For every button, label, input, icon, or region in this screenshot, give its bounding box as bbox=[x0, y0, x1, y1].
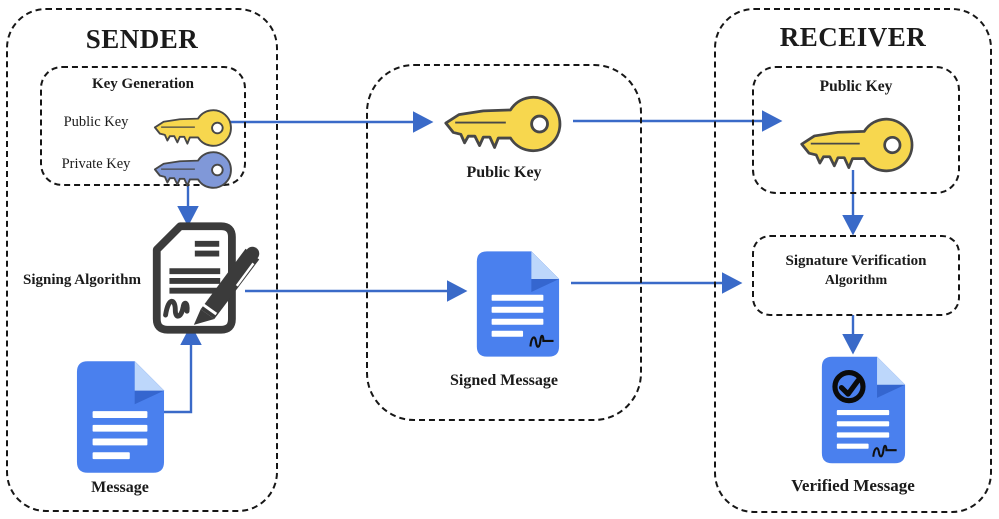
sender-private-key-label: Private Key bbox=[61, 156, 131, 172]
verified-message-document-icon bbox=[820, 352, 906, 468]
channel-panel: Public Key Signed Message bbox=[366, 64, 642, 421]
yellow-key-icon bbox=[152, 108, 234, 148]
receiver-public-key-label: Public Key bbox=[819, 78, 893, 95]
receiver-title: RECEIVER bbox=[779, 22, 927, 52]
signing-algorithm-label: Signing Algorithm bbox=[23, 272, 141, 288]
message-document-icon bbox=[75, 360, 165, 474]
receiver-public-key-box: Public Key bbox=[752, 66, 960, 194]
verification-label-line2: Algorithm bbox=[824, 273, 888, 288]
key-generation-title: Key Generation bbox=[91, 76, 195, 92]
signed-message-label: Signed Message bbox=[450, 372, 558, 389]
signed-message-document-icon bbox=[475, 245, 560, 363]
signature-squiggle-icon bbox=[872, 444, 897, 458]
blue-key-icon bbox=[152, 150, 234, 190]
checkmark-badge-icon bbox=[832, 370, 866, 404]
signature-verification-box: Signature Verification Algorithm bbox=[752, 235, 960, 316]
signing-document-pen-icon bbox=[152, 222, 260, 334]
message-label: Message bbox=[91, 479, 149, 496]
pen-icon bbox=[193, 246, 260, 325]
sender-public-key-label: Public Key bbox=[63, 114, 129, 130]
receiver-panel: RECEIVER Public Key Signature Verificati… bbox=[714, 8, 992, 513]
sender-panel: SENDER Key Generation Public Key Private… bbox=[6, 8, 278, 512]
signature-squiggle-icon bbox=[163, 298, 190, 319]
verified-message-label: Verified Message bbox=[791, 476, 915, 495]
sender-title: SENDER bbox=[85, 24, 199, 54]
yellow-key-icon bbox=[796, 116, 918, 174]
signature-squiggle-icon bbox=[529, 334, 554, 348]
channel-public-key-label: Public Key bbox=[466, 164, 542, 181]
key-generation-box: Key Generation Public Key Private Key bbox=[40, 66, 246, 186]
verification-label-line1: Signature Verification bbox=[785, 253, 927, 269]
yellow-key-icon bbox=[442, 94, 564, 154]
